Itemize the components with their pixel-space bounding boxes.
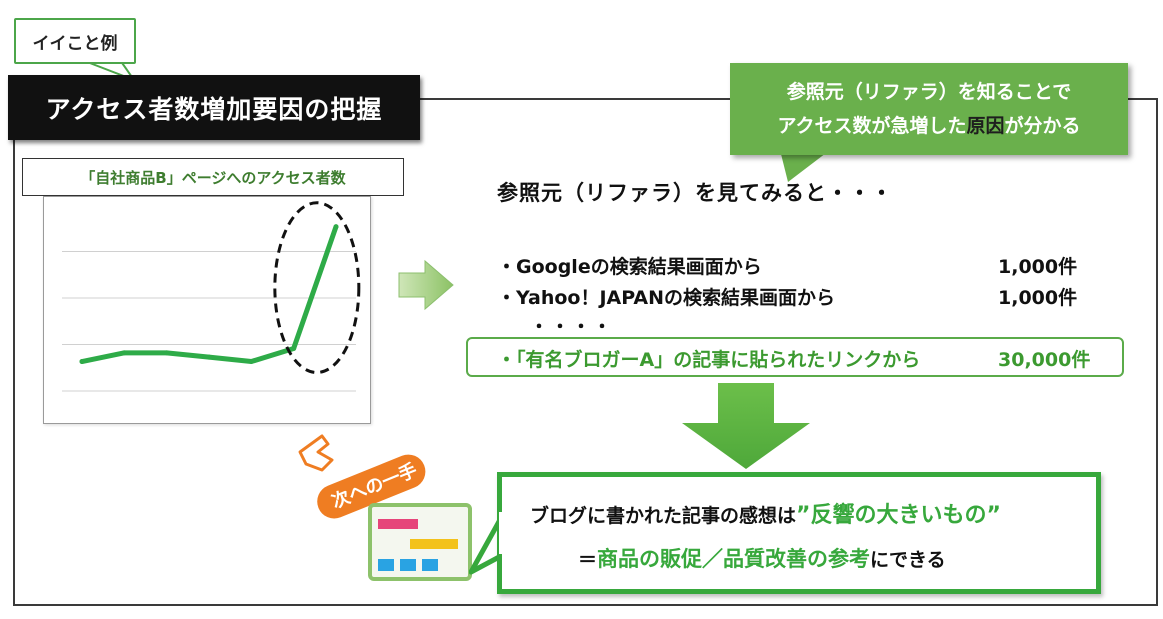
insight-callout-part-c: が分かる: [1004, 115, 1081, 137]
insight-callout: 参照元（リファラ）を知ることで アクセス数が急増した原因が分かる: [730, 63, 1128, 155]
result-callout: [497, 472, 1101, 594]
example-tag: イイこと例: [14, 18, 136, 64]
page-title-text: アクセス者数増加要因の把握: [45, 94, 383, 124]
result-line-1: ブログに書かれた記事の感想は”反響の大きいもの”: [530, 497, 1001, 529]
insight-callout-part-a: アクセス数が急増した: [777, 115, 967, 137]
referrer-row-google: ・Googleの検索結果画面から: [497, 256, 762, 278]
insight-callout-part-b: 原因: [966, 115, 1005, 137]
referrer-count-yahoo: 1,000件: [998, 287, 1078, 309]
chart-point: [79, 359, 85, 365]
next-step-badge: [298, 434, 426, 519]
result-line-1-text: ブログに書かれた記事の感想は: [530, 505, 797, 527]
chart-point: [206, 354, 212, 360]
referrer-highlight-box: [466, 337, 1124, 377]
chart-point: [248, 359, 254, 365]
down-arrow-icon: [682, 383, 810, 469]
result-tail-join: [499, 512, 505, 554]
dashboard-app-icon: [368, 503, 472, 581]
referrer-heading: 参照元（リファラ）を見てみると・・・: [497, 181, 893, 205]
result-line-2-emphasis: 商品の販促／品質改善の参考: [597, 547, 871, 571]
referrer-row-yahoo: ・Yahoo！JAPANの検索結果画面から: [497, 287, 836, 309]
chart-point: [291, 345, 297, 351]
pointing-hand-icon: [298, 434, 334, 472]
insight-callout-line2: アクセス数が急増した原因が分かる: [777, 109, 1080, 143]
result-line-2: ＝商品の販促／品質改善の参考にできる: [578, 543, 946, 573]
chart-point: [333, 224, 339, 230]
access-chart-svg: [62, 201, 361, 392]
access-chart: [43, 196, 371, 424]
result-line-1-emphasis: ”反響の大きいもの”: [796, 503, 1001, 528]
chart-spike-highlight: [273, 201, 361, 374]
chart-caption: 「自社商品B」ページへのアクセス者数: [22, 158, 404, 196]
chart-point: [121, 350, 127, 356]
right-arrow-icon: [398, 259, 454, 311]
referrer-count-blogger: 30,000件: [998, 349, 1091, 371]
page-title: アクセス者数増加要因の把握: [8, 75, 420, 140]
chart-caption-text: 「自社商品B」ページへのアクセス者数: [80, 168, 346, 187]
chart-point: [164, 350, 170, 356]
example-tag-label: イイこと例: [32, 33, 118, 54]
result-line-2-suffix: にできる: [870, 549, 946, 571]
referrer-ellipsis: ・・・・: [530, 317, 614, 338]
insight-callout-line1: 参照元（リファラ）を知ることで: [786, 81, 1072, 103]
referrer-row-blogger: ・「有名ブロガーA」の記事に貼られたリンクから: [497, 349, 921, 371]
callout-tail: [780, 150, 830, 182]
referrer-count-google: 1,000件: [998, 256, 1078, 278]
chart-series-line: [79, 224, 339, 365]
result-line-2-prefix: ＝: [578, 549, 598, 571]
